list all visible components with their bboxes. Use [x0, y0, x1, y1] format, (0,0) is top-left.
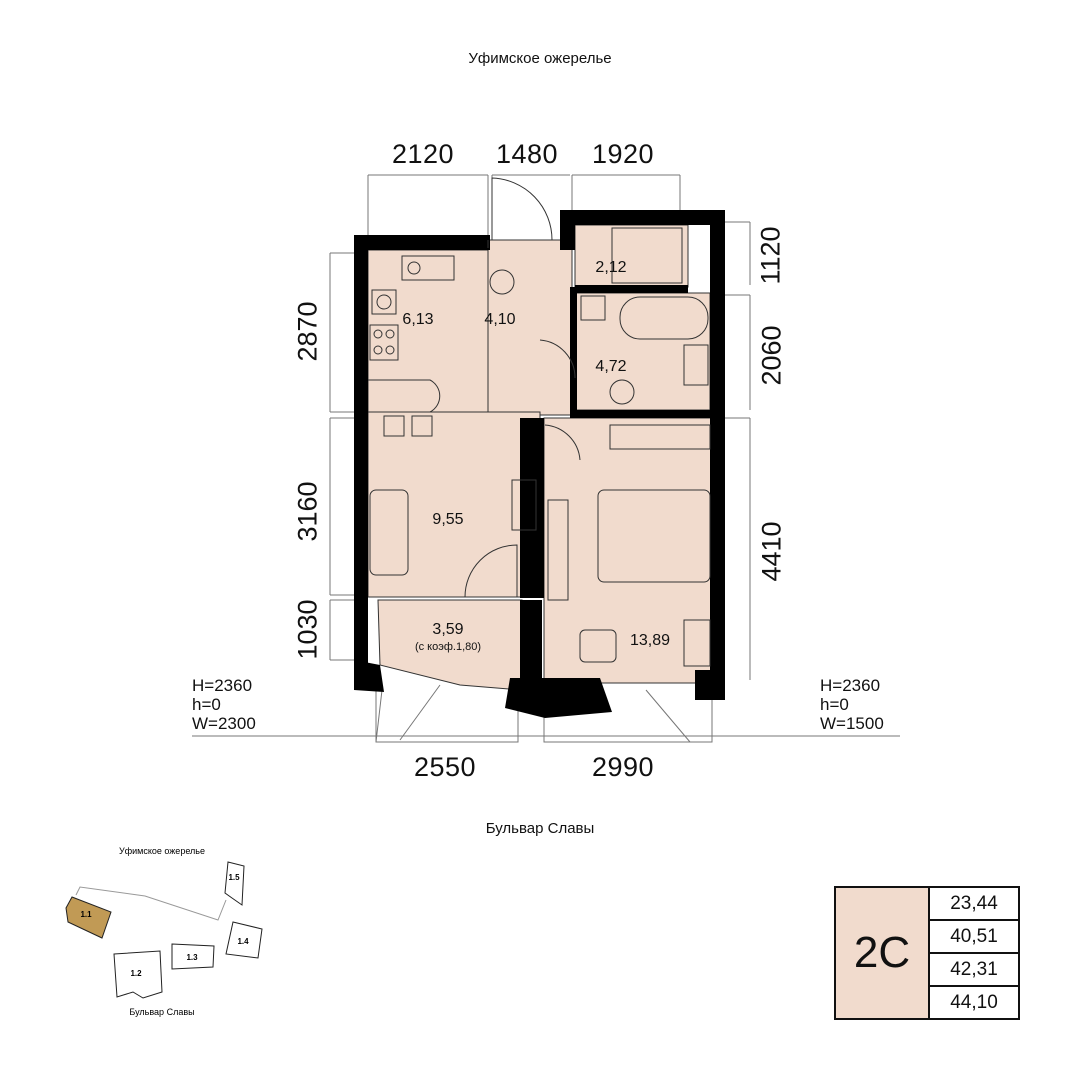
- building-1-5: [224, 861, 245, 906]
- balcony-coefficient: (с коэф.1,80): [415, 641, 481, 653]
- room-living: [367, 411, 541, 598]
- room-bedroom: [543, 417, 712, 684]
- room-balcony: [377, 599, 523, 691]
- table-icon: [489, 269, 515, 295]
- area-bedroom: 13,89: [630, 632, 670, 649]
- building-label: 1.3: [186, 953, 198, 962]
- area-value: 40,51: [930, 921, 1018, 954]
- window-width: W=2300: [192, 714, 256, 733]
- shelves-icon: [611, 227, 683, 284]
- apartment-info-box: 2С 23,44 40,51 42,31 44,10: [834, 886, 1020, 1020]
- window-height: H=2360: [192, 676, 253, 695]
- area-value: 42,31: [930, 954, 1018, 987]
- street-label-bottom: Бульвар Славы: [485, 820, 595, 837]
- dim-top-3: 1920: [592, 139, 655, 169]
- sofa-icon: [369, 489, 409, 576]
- area-kitchen: 6,13: [402, 311, 433, 328]
- kitchen-counter-icon: [368, 379, 441, 413]
- site-street-bottom: Бульвар Славы: [129, 1007, 194, 1017]
- toilet-icon: [609, 379, 635, 405]
- building-1-2: [113, 950, 163, 999]
- building-label: 1.1: [80, 910, 92, 919]
- building-1-4: [225, 921, 263, 959]
- zone-divider: [368, 240, 540, 413]
- window-spec-right: H=2360 h=0 W=1500: [820, 676, 884, 733]
- sink-icon: [401, 255, 455, 281]
- dim-top-2: 1480: [496, 139, 559, 169]
- bedroom-door-icon: [544, 424, 581, 461]
- radiator-icon: [683, 619, 711, 667]
- site-street-top: Уфимское ожерелье: [119, 846, 205, 856]
- area-value: 44,10: [950, 991, 998, 1013]
- dim-bottom-1: 2550: [414, 752, 477, 782]
- room-bathroom: [574, 292, 711, 411]
- building-label: 1.4: [237, 937, 249, 946]
- washer-icon: [371, 289, 397, 315]
- dim-top-1: 2120: [392, 139, 455, 169]
- window-width: W=1500: [820, 714, 884, 733]
- room-storage: [574, 224, 689, 288]
- washbasin-icon: [683, 344, 709, 386]
- street-label-top: Уфимское ожерелье: [468, 50, 612, 67]
- area-bathroom: 4,72: [595, 358, 626, 375]
- site-plan: Уфимское ожерелье Бульвар Славы 1.1 1.2 …: [65, 846, 263, 1017]
- tv-stand-icon: [547, 499, 569, 601]
- apartment-type: 2С: [836, 888, 930, 1018]
- room-kitchen: [367, 249, 491, 416]
- area-balcony: 3,59: [432, 621, 463, 638]
- boiler-icon: [580, 295, 606, 321]
- building-label: 1.2: [130, 969, 142, 978]
- bar-stools-icon: [383, 415, 433, 437]
- area-storage: 2,12: [595, 259, 626, 276]
- balcony-door-icon: [464, 544, 518, 598]
- area-value: 23,44: [930, 888, 1018, 921]
- window-height: H=2360: [820, 676, 881, 695]
- entrance-door-icon: [491, 177, 553, 241]
- bathroom-door-icon: [539, 339, 576, 379]
- cabinet-icon: [511, 479, 537, 531]
- area-living: 9,55: [432, 511, 463, 528]
- window-sill: h=0: [820, 695, 849, 714]
- dim-bottom-2: 2990: [592, 752, 655, 782]
- bathtub-icon: [619, 296, 709, 340]
- building-1-3: [171, 943, 215, 970]
- area-hall: 4,10: [484, 311, 515, 328]
- window-sill: h=0: [192, 695, 221, 714]
- fixtures: [368, 177, 711, 667]
- armchair-icon: [579, 629, 617, 663]
- wardrobe-icon: [609, 424, 711, 450]
- window-spec-left: H=2360 h=0 W=2300: [192, 676, 256, 733]
- walls: [354, 210, 725, 718]
- stove-icon: [369, 324, 399, 361]
- bed-icon: [597, 489, 711, 583]
- building-1-1: [65, 896, 112, 939]
- building-label: 1.5: [228, 873, 240, 882]
